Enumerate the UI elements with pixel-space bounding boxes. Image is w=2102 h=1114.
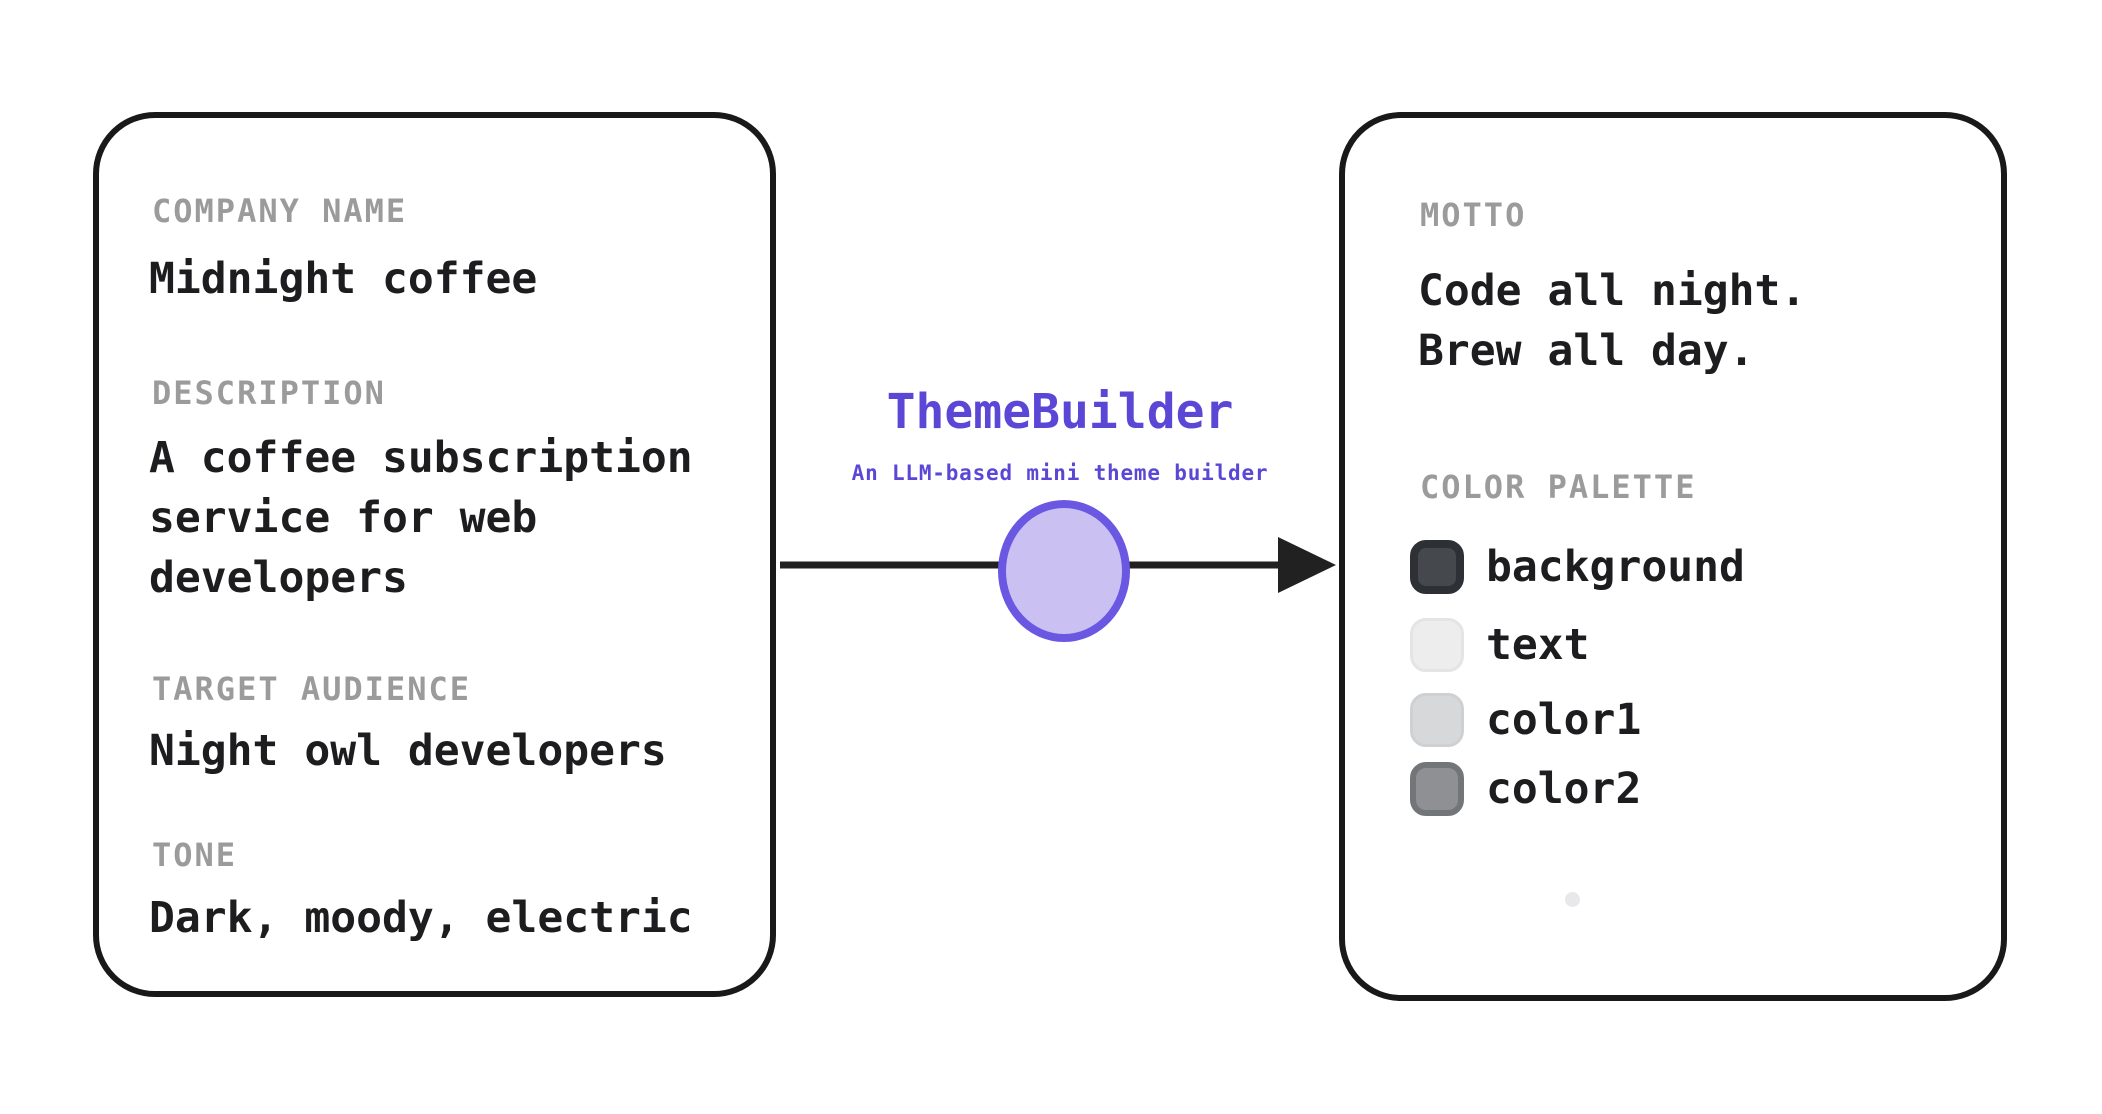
company-name-value: Midnight coffee xyxy=(149,254,538,304)
palette-row-color2: color2 xyxy=(1410,762,1641,816)
stray-dot xyxy=(1565,892,1580,907)
motto-label: MOTTO xyxy=(1420,196,1527,234)
company-brief-card: COMPANY NAME Midnight coffee DESCRIPTION… xyxy=(93,112,776,997)
builder-title: ThemeBuilder xyxy=(886,384,1234,440)
target-audience-label: TARGET AUDIENCE xyxy=(152,670,471,708)
color1-swatch xyxy=(1410,693,1464,747)
palette-name-color1: color1 xyxy=(1486,695,1642,745)
palette-name-text: text xyxy=(1486,620,1590,670)
description-label: DESCRIPTION xyxy=(152,374,386,412)
theme-output-card: MOTTO Code all night. Brew all day. COLO… xyxy=(1339,112,2007,1001)
tone-label: TONE xyxy=(152,836,238,874)
color2-swatch xyxy=(1410,762,1464,816)
flow-arrow xyxy=(780,500,1336,642)
palette-name-background: background xyxy=(1486,542,1745,592)
palette-name-color2: color2 xyxy=(1486,764,1642,814)
builder-node-circle xyxy=(998,500,1130,642)
target-audience-value: Night owl developers xyxy=(149,726,667,776)
motto-value: Code all night. Brew all day. xyxy=(1418,266,1807,376)
tone-value: Dark, moody, electric xyxy=(149,893,693,943)
builder-subtitle: An LLM-based mini theme builder xyxy=(851,461,1269,485)
company-name-label: COMPANY NAME xyxy=(152,192,408,230)
text-color-swatch xyxy=(1410,618,1464,672)
description-value: A coffee subscription service for web de… xyxy=(149,433,693,603)
palette-row-background: background xyxy=(1410,540,1745,594)
background-color-swatch xyxy=(1410,540,1464,594)
arrow-head-icon xyxy=(1278,537,1336,593)
color-palette-label: COLOR PALETTE xyxy=(1420,468,1697,506)
palette-row-text: text xyxy=(1410,618,1590,672)
palette-row-color1: color1 xyxy=(1410,693,1641,747)
